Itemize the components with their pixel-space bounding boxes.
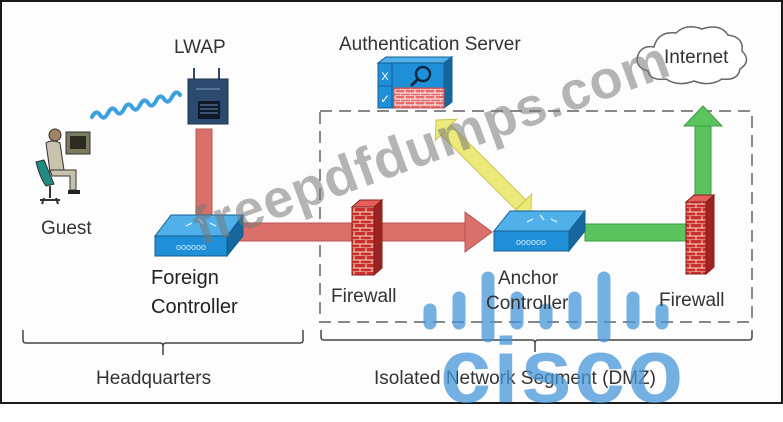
guest-user-icon <box>35 128 91 205</box>
dmz-boundary <box>319 110 753 323</box>
foreign-controller-icon: oooooo <box>153 213 245 258</box>
foreign-controller-label-line2: Controller <box>151 296 238 318</box>
anchor-controller-label-line2: Controller <box>486 293 569 314</box>
firewall-right-label: Firewall <box>659 290 725 311</box>
headquarters-label: Headquarters <box>96 368 212 389</box>
dmz-bracket <box>320 330 753 352</box>
internet-label: Internet <box>664 47 729 68</box>
foreign-controller-label-line1: Foreign <box>151 267 219 289</box>
auth-server-icon: X ✓ <box>376 56 454 109</box>
lwap-icon <box>187 68 229 125</box>
guest-label: Guest <box>41 218 92 239</box>
firewall-left-icon <box>350 198 384 277</box>
arrow-auth-to-anchor <box>434 118 533 217</box>
firewall-right-icon <box>684 193 716 276</box>
headquarters-bracket <box>22 330 304 355</box>
auth-server-label: Authentication Server <box>339 34 521 55</box>
svg-text:✓: ✓ <box>380 92 390 106</box>
dmz-label: Isolated Network Segment (DMZ) <box>374 368 656 389</box>
cisco-logo-bars <box>423 271 669 343</box>
arrow-firewall-to-internet <box>682 105 724 205</box>
network-diagram: oooooo oooooo X ✓ <box>22 26 753 355</box>
svg-text:oooooo: oooooo <box>176 242 206 252</box>
anchor-controller-icon: oooooo <box>492 209 587 253</box>
anchor-controller-label-line1: Anchor <box>498 268 559 289</box>
lwap-label: LWAP <box>174 37 226 58</box>
wireless-signal-icon <box>90 90 182 120</box>
svg-text:oooooo: oooooo <box>516 237 546 247</box>
internet-cloud-icon <box>636 26 748 85</box>
cisco-watermark: cisco <box>440 320 686 422</box>
firewall-left-label: Firewall <box>331 286 397 307</box>
link-anchor-to-firewall <box>584 223 691 242</box>
svg-text:X: X <box>381 71 389 83</box>
